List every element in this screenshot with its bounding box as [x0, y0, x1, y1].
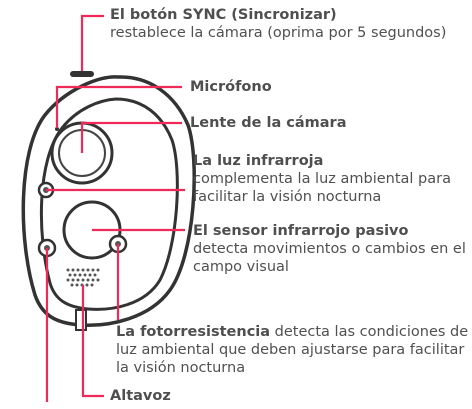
sync-button-shape [70, 71, 94, 77]
lens-label: Lente de la cámara [190, 114, 346, 132]
photoresistor-desc: detecta las condiciones de luz ambiental… [116, 324, 469, 376]
speaker-title: Altavoz [110, 388, 171, 404]
camera-body-outer [21, 75, 196, 328]
infrared-light-label: La luz infrarroja complementa la luz amb… [193, 152, 471, 206]
mount-shape [75, 309, 87, 331]
sync-label: El botón SYNC (Sincronizar) restablece l… [110, 6, 470, 42]
sync-title: El botón SYNC (Sincronizar) [110, 7, 337, 23]
sync-desc: restablece la cámara (oprima por 5 segun… [110, 25, 447, 41]
pir-sensor-label: El sensor infrarrojo pasivo detecta movi… [193, 222, 471, 276]
infrared-light-desc: complementa la luz ambiental para facili… [193, 171, 451, 205]
photoresistor-title: La fotorresistencia [116, 324, 271, 340]
infrared-light-title: La luz infrarroja [193, 153, 324, 169]
microphone-title: Micrófono [190, 79, 272, 95]
speaker-grille-shape [66, 268, 100, 287]
pir-sensor-title: El sensor infrarrojo pasivo [193, 223, 409, 239]
pir-sensor-desc: detecta movimientos o cambios en el camp… [193, 241, 466, 275]
leader-lines [45, 14, 185, 402]
photoresistor-label: La fotorresistencia detecta las condicio… [116, 323, 470, 377]
speaker-label: Altavoz [110, 387, 171, 405]
microphone-label: Micrófono [190, 78, 272, 96]
lens-title: Lente de la cámara [190, 115, 347, 131]
